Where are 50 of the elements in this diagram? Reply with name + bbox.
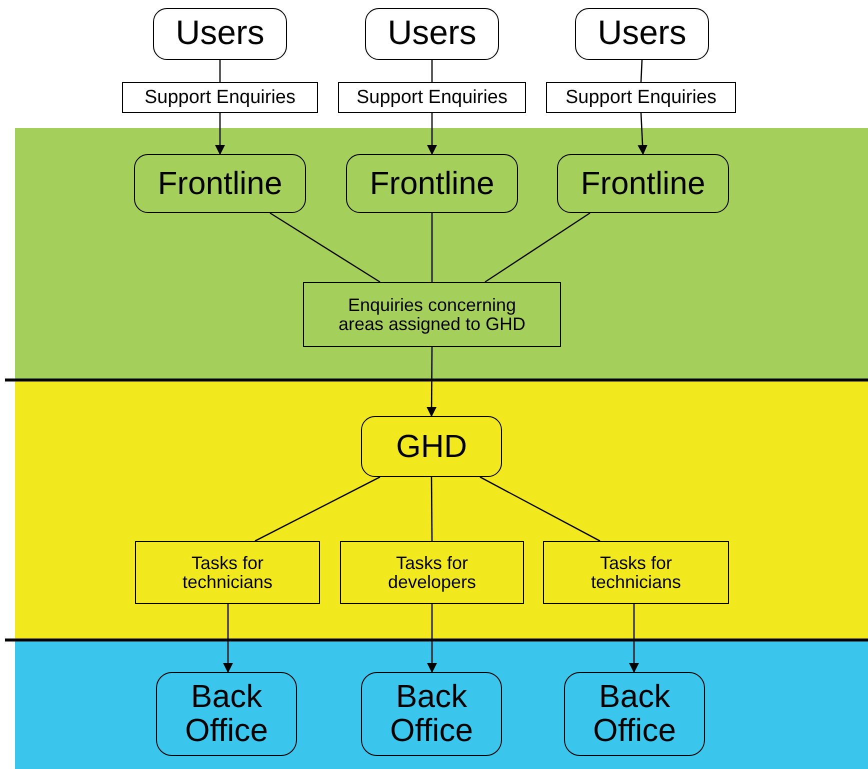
label-box <box>338 82 526 113</box>
node-text: Users <box>388 16 476 52</box>
node-text: Users <box>176 16 264 52</box>
connector-line <box>219 60 221 82</box>
node-text: GHD <box>396 430 468 464</box>
task-box <box>340 541 524 604</box>
node-text: Support Enquiries <box>356 88 508 108</box>
arrow <box>223 604 233 673</box>
node-text: Enquiries concerning areas assigned to GHD <box>337 296 527 334</box>
connector-line <box>480 476 600 542</box>
node-text: Tasks for developers <box>386 554 478 592</box>
arrow <box>629 604 639 673</box>
arrow <box>638 112 648 155</box>
node-text: Frontline <box>370 166 494 200</box>
user-box <box>575 8 709 60</box>
node-text: Frontline <box>158 166 282 200</box>
process-box <box>134 154 306 213</box>
label-box <box>546 82 736 113</box>
node-text: Tasks for technicians <box>590 554 682 592</box>
connector-line <box>270 212 380 283</box>
node-text: Back Office <box>389 680 474 748</box>
connector-line <box>640 60 643 82</box>
process-box <box>557 154 729 213</box>
process-box <box>361 672 502 756</box>
user-box <box>365 8 499 60</box>
label-box <box>122 82 318 113</box>
node-text: Support Enquiries <box>565 88 717 108</box>
node-text: Back Office <box>184 680 269 748</box>
arrow <box>426 347 437 417</box>
arrow <box>427 113 437 155</box>
process-box <box>156 672 297 756</box>
node-text: Frontline <box>580 166 706 200</box>
process-box <box>303 282 561 347</box>
user-box <box>153 8 287 60</box>
connector-line <box>431 60 433 82</box>
connector-line <box>430 477 433 541</box>
task-box <box>543 541 729 604</box>
process-box <box>346 154 518 213</box>
connector-line <box>484 212 590 283</box>
task-box <box>135 541 320 604</box>
process-box <box>361 416 502 477</box>
connector-line <box>431 213 433 282</box>
node-text: Users <box>598 16 686 52</box>
node-text: Back Office <box>592 680 677 748</box>
arrow <box>427 604 437 673</box>
arrow <box>215 113 225 155</box>
node-text: Support Enquiries <box>144 88 296 108</box>
process-box <box>564 672 705 756</box>
connector-line <box>254 476 380 542</box>
node-text: Tasks for technicians <box>181 554 274 592</box>
